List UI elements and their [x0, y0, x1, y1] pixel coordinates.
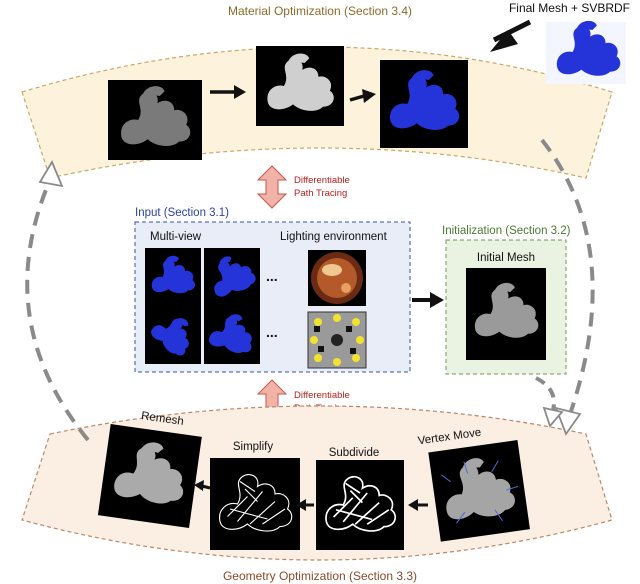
final-mesh-label: Final Mesh + SVBRDF — [509, 1, 630, 15]
view-thumb-4 — [204, 306, 260, 364]
material-image-1 — [108, 80, 202, 160]
arrow-subdivide-to-simplify — [296, 499, 314, 511]
subdivide-image — [316, 460, 404, 550]
material-arrow-1-head — [234, 85, 246, 99]
view-thumb-2 — [204, 248, 260, 306]
step-simplify-label: Simplify — [233, 441, 274, 453]
initial-mesh-image — [466, 268, 546, 360]
vertex-move-image — [428, 440, 530, 542]
geometry-title: Geometry Optimization (Section 3.3) — [223, 569, 417, 583]
pt-bottom-line1: Differentiable — [294, 390, 350, 401]
final-mesh-image — [546, 20, 626, 84]
material-arrow-2 — [349, 94, 365, 102]
dash-arrow-right-top-head — [554, 406, 582, 436]
step-subdivide-label: Subdivide — [329, 447, 380, 459]
light-setup-image — [307, 311, 367, 369]
multiview-ellipsis: ... — [266, 268, 278, 284]
input-title: Input (Section 3.1) — [135, 207, 229, 219]
double-arrow-top — [256, 165, 288, 209]
multiview-ellipsis-2: ... — [266, 324, 278, 340]
lighting-label: Lighting environment — [280, 231, 388, 243]
material-image-3 — [380, 60, 468, 148]
dash-arrow-left — [25, 179, 90, 442]
remesh-image — [97, 424, 202, 528]
dash-arrow-right-top — [540, 138, 595, 421]
step-remesh-label: Remesh — [140, 410, 184, 428]
material-arrow-2-head — [362, 89, 376, 103]
dash-arrow-init-down-head — [542, 406, 564, 428]
input-to-init-arrow — [412, 292, 444, 308]
init-title: Initialization (Section 3.2) — [442, 225, 571, 237]
pt-top-line1: Differentiable — [294, 175, 350, 186]
material-title: Material Optimization (Section 3.4) — [228, 4, 412, 18]
dash-arrow-left-head — [38, 160, 64, 188]
view-thumb-1 — [145, 248, 201, 306]
arrow-simplify-to-remesh — [194, 480, 211, 491]
environment-map — [308, 250, 366, 306]
final-arrow — [490, 19, 532, 52]
pt-top-line2: Path Tracing — [294, 188, 347, 199]
view-thumb-3 — [145, 306, 202, 364]
multiview-label: Multi-view — [150, 231, 202, 243]
initial-mesh-label: Initial Mesh — [477, 252, 535, 264]
simplify-image — [210, 458, 300, 550]
arrow-vertex-to-subdivide — [408, 499, 428, 511]
material-image-2 — [256, 46, 344, 126]
